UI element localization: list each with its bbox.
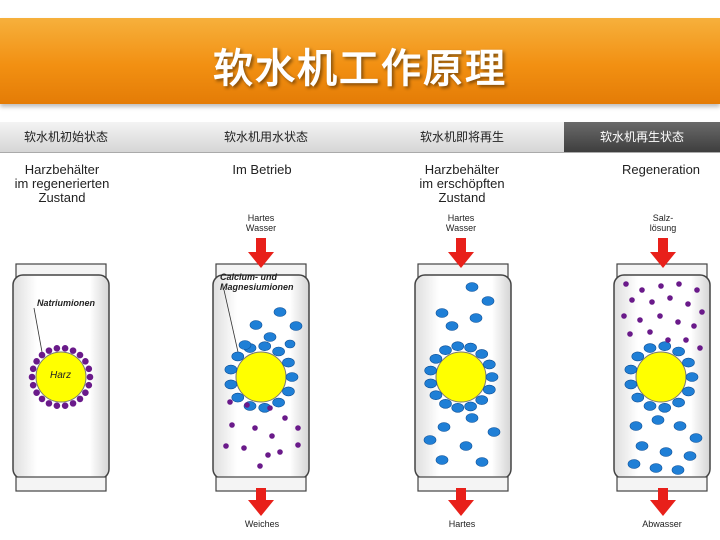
- column-1-title-line: im regenerierten: [14, 176, 110, 191]
- column-4-title-line: Regeneration: [621, 162, 701, 177]
- column-1-title: Harzbehälter im regenerierten Zustand: [0, 163, 124, 205]
- slide-title: 软水机工作原理: [213, 46, 507, 92]
- column-3-title-line: Harzbehälter: [424, 162, 500, 177]
- column-4-title: Regeneration: [606, 163, 716, 177]
- loose-sodium-ions-2: [223, 399, 301, 469]
- resin-bead-3: [424, 341, 499, 413]
- column-2-outflow-label: Weiches: [244, 519, 280, 529]
- column-3-title-line: Zustand: [438, 190, 486, 205]
- resin-bead-4: [624, 341, 699, 413]
- tab-bar: 软水机初始状态 软水机用水状态 软水机即将再生 软水机再生状态: [0, 122, 720, 153]
- column-3-inflow-label: Hartes Wasser: [438, 213, 484, 233]
- title-banner: 软水机工作原理: [0, 18, 720, 104]
- column-1-title-line: Harzbehälter: [24, 162, 100, 177]
- inflow-arrow-2: [248, 238, 274, 268]
- calcium-label-line: Magnesiumionen: [220, 282, 294, 292]
- resin-bead-2: [224, 341, 299, 413]
- natrium-label: Natriumionen: [37, 298, 96, 308]
- inflow-line: Wasser: [245, 223, 277, 233]
- column-1-title-line: Zustand: [38, 190, 86, 205]
- inflow-line: Wasser: [445, 223, 477, 233]
- inflow-line: Hartes: [247, 213, 275, 223]
- column-4-inflow-label: Salz- lösung: [640, 213, 686, 233]
- softener-diagram: [12, 238, 711, 516]
- loose-calcium-ions-4: [627, 415, 703, 475]
- outflow-arrow-4: [650, 488, 676, 516]
- inflow-line: Hartes: [447, 213, 475, 223]
- calcium-label-line: Calcium- und: [220, 272, 278, 282]
- natrium-pointer: [33, 307, 43, 353]
- inflow-line: lösung: [649, 223, 677, 233]
- loose-calcium-ions-2: [238, 307, 303, 350]
- inflow-arrow-4: [650, 238, 676, 268]
- harz-label: Harz: [50, 370, 72, 381]
- column-4-outflow-label: Abwasser: [642, 519, 682, 529]
- resin-bead-1: [28, 344, 94, 410]
- tab-regeneration-state[interactable]: 软水机再生状态: [564, 122, 720, 152]
- column-2-title-line: Im Betrieb: [232, 162, 292, 177]
- calcium-pointer: [223, 289, 239, 353]
- outflow-arrow-3: [448, 488, 474, 516]
- tab-before-regeneration[interactable]: 软水机即将再生: [420, 130, 505, 144]
- tab-initial-state[interactable]: 软水机初始状态: [24, 130, 109, 144]
- calcium-label: Calcium- und Magnesiumionen: [220, 272, 294, 292]
- inflow-line: Salz-: [652, 213, 674, 223]
- column-3-title-line: im erschöpften: [419, 176, 505, 191]
- tab-usage-state[interactable]: 软水机用水状态: [224, 130, 309, 144]
- column-3-title: Harzbehälter im erschöpften Zustand: [400, 163, 524, 205]
- outflow-arrow-2: [248, 488, 274, 516]
- inflow-arrow-3: [448, 238, 474, 268]
- column-2-inflow-label: Hartes Wasser: [238, 213, 284, 233]
- column-2-title: Im Betrieb: [212, 163, 312, 177]
- column-3-outflow-label: Hartes: [448, 519, 476, 529]
- loose-sodium-ions-4: [621, 281, 705, 351]
- arrows: [248, 238, 676, 516]
- loose-calcium-ions-3: [423, 282, 501, 467]
